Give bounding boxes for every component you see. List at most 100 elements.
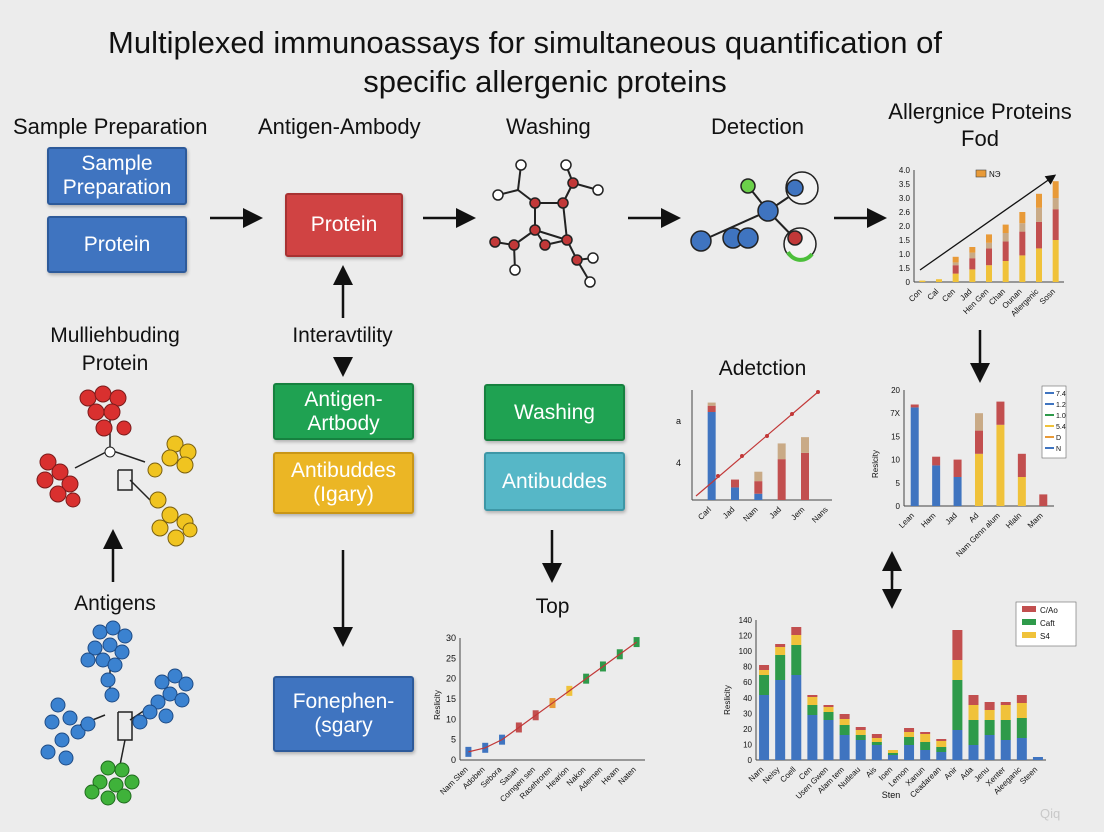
legend-label: Caft xyxy=(1040,619,1055,628)
bar-segment xyxy=(986,242,992,249)
trend-point xyxy=(790,412,794,416)
protein-box-left: Protein xyxy=(47,216,187,273)
bar-segment xyxy=(904,728,915,732)
x-tick-label: Mam xyxy=(1026,511,1045,530)
y-tick-label: 0 xyxy=(748,756,753,765)
bar-segment xyxy=(910,407,919,506)
bar-segment xyxy=(775,680,786,760)
bar-segment xyxy=(936,752,947,760)
bar-segment xyxy=(807,697,818,705)
legend-label: S4 xyxy=(1040,632,1050,641)
bar-segment xyxy=(1052,209,1059,240)
sample-preparation-box-line-2: Preparation xyxy=(62,176,172,199)
bar-segment xyxy=(936,279,942,282)
bar-segment xyxy=(920,750,931,760)
bar-segment xyxy=(1000,705,1011,720)
y-tick-label: 100 xyxy=(739,647,753,656)
y-tick-label: 4 xyxy=(676,458,681,468)
y-tick-label: 80 xyxy=(743,663,752,672)
header-antigen-antibody: Antigen-Ambody xyxy=(258,114,421,139)
legend-swatch xyxy=(1022,632,1036,638)
y-tick-label: 15 xyxy=(891,432,900,441)
multibinding-protein-label-2: Protein xyxy=(81,352,149,375)
legend-label: 7.4 xyxy=(1056,391,1066,398)
bar-segment xyxy=(1000,702,1011,705)
x-tick-label: Naten xyxy=(617,765,638,786)
y-tick-label: 30 xyxy=(446,633,456,643)
antigen-artbody-line-2: Artbody xyxy=(307,411,380,435)
bar-segment xyxy=(1002,233,1009,242)
bar-segment xyxy=(731,487,739,500)
bar-segment xyxy=(855,727,866,730)
bar-segment xyxy=(791,675,802,760)
bar-segment xyxy=(1000,740,1011,760)
x-tick-label: Coell xyxy=(778,765,797,784)
x-tick-label: Carl xyxy=(696,505,713,522)
y-tick-label: 4.0 xyxy=(899,166,911,175)
bar-segment xyxy=(775,644,786,647)
bar-segment xyxy=(754,493,763,500)
y-tick-label: 10 xyxy=(891,456,900,465)
bar-segment xyxy=(1036,207,1042,222)
bar-segment xyxy=(707,405,716,412)
page-title-line-2: specific allergenic proteins xyxy=(363,64,727,99)
protein-box-center: Protein xyxy=(285,193,403,257)
data-mark xyxy=(633,637,640,648)
antigen-artbody-box: Antigen- Artbody xyxy=(273,383,414,440)
binding-center-icon xyxy=(104,446,116,458)
y-tick-label: 20 xyxy=(891,386,900,395)
x-tick-label: Con xyxy=(907,287,924,304)
y-tick-label: 1.5 xyxy=(899,236,911,245)
bar-segment xyxy=(910,404,919,408)
bar-segment xyxy=(1002,261,1009,282)
bar-segment xyxy=(1019,255,1026,282)
y-tick-label: 0 xyxy=(451,755,456,765)
washing-box: Washing xyxy=(484,384,625,441)
x-tick-label: Jad xyxy=(721,505,736,520)
y-tick-label: 0 xyxy=(906,278,911,287)
bar-segment xyxy=(839,719,850,725)
bar-segment xyxy=(920,742,931,750)
bar-segment xyxy=(823,705,834,707)
bar-segment xyxy=(952,730,963,760)
bar-segment xyxy=(984,720,995,735)
y-tick-label: 120 xyxy=(739,632,753,641)
x-tick-label: Cal xyxy=(926,287,941,302)
y-tick-label: 3.5 xyxy=(899,180,911,189)
bar-segment xyxy=(1052,181,1059,198)
bar-segment xyxy=(1002,241,1009,261)
trend-line xyxy=(919,174,1057,271)
y-tick-label: 2.6 xyxy=(899,208,911,217)
bar-segment xyxy=(968,720,979,745)
bar-segment xyxy=(887,755,898,760)
data-mark xyxy=(465,746,472,757)
bar-segment xyxy=(1052,198,1059,210)
y-tick-label: 10 xyxy=(446,714,456,724)
legend-label: 1.2 xyxy=(1056,402,1066,409)
bar-segment xyxy=(1052,240,1059,282)
bar-segment xyxy=(986,234,992,243)
bar-segment xyxy=(969,247,976,253)
y-tick-label: 5 xyxy=(451,735,456,745)
bar-segment xyxy=(823,707,834,712)
legend-label: D xyxy=(1056,435,1061,442)
bar-segment xyxy=(936,739,947,741)
x-tick-label: Ham xyxy=(919,511,938,530)
trend-point xyxy=(740,454,744,458)
x-tick-label: Nam xyxy=(741,505,760,524)
bar-segment xyxy=(887,753,898,755)
bar-segment xyxy=(759,675,770,695)
antigens-label: Antigens xyxy=(74,592,156,615)
bar-segment xyxy=(1017,477,1026,506)
bar-segment xyxy=(984,710,995,720)
bar-segment xyxy=(936,747,947,752)
bar-segment xyxy=(975,453,983,506)
y-tick-label: 3.0 xyxy=(899,194,911,203)
bar-segment xyxy=(839,735,850,760)
bar-segment xyxy=(984,702,995,710)
bar-segment xyxy=(801,452,809,500)
legend-swatch xyxy=(1022,606,1036,612)
